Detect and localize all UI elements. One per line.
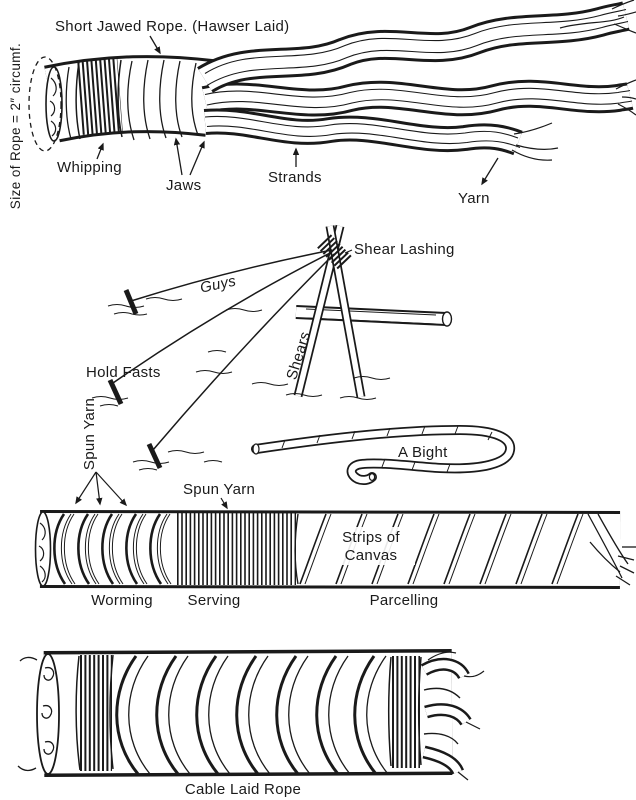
stake [123,289,139,315]
hawser-rope-drawing [28,0,636,161]
bight-drawing [253,426,510,480]
guy-ropes [112,249,335,451]
whipping-edge [75,61,81,140]
hawser-labels: Short Jawed Rope. (Hawser Laid) Size of … [8,18,499,209]
shear-lashing-wrap [317,234,353,271]
jaws-pointer [173,137,183,176]
cable-laid-rope-caption: Cable Laid Rope [185,781,301,798]
size-indicator-ellipse [28,56,62,152]
yarn-pointer [481,157,499,186]
hawser-body-twist-texture [65,59,199,141]
spar-end-face [441,311,453,327]
worming-label: Worming [91,592,153,609]
yarn-label: Yarn [458,190,490,207]
jaws-label: Jaws [166,177,201,194]
guy-rope [130,249,333,302]
strips-of-canvas-label-line1: Strips of [342,529,400,546]
cable-twist-texture [115,655,389,775]
shears-drawing [91,224,453,471]
serving-label: Serving [188,592,241,609]
lashing-pointer [344,249,353,254]
jaws-pointer [189,140,205,176]
a-bight-label: A Bight [398,444,448,461]
parcelling-label: Parcelling [370,592,439,609]
guys-label: Guys [199,272,238,296]
bight-rope-ticks [281,425,493,473]
rope-size-label: Size of Rope = 2″ circumf. [8,43,23,209]
whipping-pointer [96,142,104,160]
rope-end-strand-marks [49,77,57,137]
parcelling-strips [299,513,584,585]
whipping-label: Whipping [57,159,122,176]
guy-rope [152,253,335,451]
shear-lashing-label: Shear Lashing [354,241,455,258]
strips-of-canvas-label-line2: Canvas [345,547,398,564]
cable-end-face [36,653,60,775]
protection-labels: Spun Yarn Strips of Canvas Worming Servi… [91,481,438,609]
stake [146,442,163,470]
spun-yarn-serving-label: Spun Yarn [183,481,255,498]
rope-end-strand-marks [38,522,46,583]
title-pointer [149,35,161,55]
spun-yarn-serving-pointer [220,497,228,510]
bight-end-face [252,443,260,455]
hold-fasts-label: Hold Fasts [86,364,161,381]
spun-yarn-pointer-fan [75,471,128,507]
spun-yarn-worming-label: Spun Yarn [81,398,98,470]
cable-end-strand-curls [17,656,55,772]
ground-hatching [91,297,391,471]
worming-texture [53,513,172,585]
bight-end-face [368,473,376,482]
hawser-pointer-lines [96,35,499,186]
yarn-fray-texture [511,0,636,161]
strands-label: Strands [268,169,322,186]
stake [107,378,124,406]
canvas-label-plate [329,527,415,565]
rope-right-end-fray [587,513,636,586]
cable-right-fray [420,651,485,781]
protection-rope-drawing [34,510,636,589]
cable-rope-drawing [17,649,485,781]
whipping-edge [117,59,123,138]
hawser-title-label: Short Jawed Rope. (Hawser Laid) [55,18,289,35]
guy-rope [112,251,333,384]
